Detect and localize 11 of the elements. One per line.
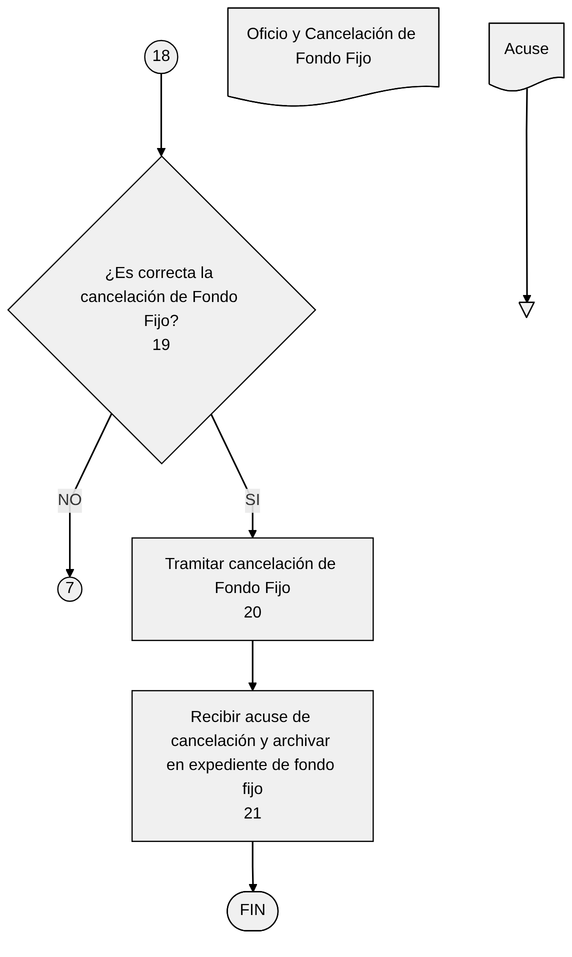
arrow bbox=[248, 640, 258, 692]
arrow bbox=[248, 841, 258, 892]
node-box: Recibir acuse de cancelación y archivar en expediente de fondo fijo 21 bbox=[131, 690, 374, 842]
edge-label: SI bbox=[245, 492, 260, 509]
node-diamond: ¿Es correcta la cancelación de Fondo Fijo? 19 bbox=[7, 155, 316, 464]
arrow bbox=[156, 73, 166, 157]
arrow bbox=[522, 88, 532, 304]
edge-label: NO bbox=[58, 492, 82, 509]
node-box: Tramitar cancelación de Fondo Fijo 20 bbox=[131, 537, 374, 642]
node-circle: 18 bbox=[144, 40, 178, 74]
node-circle: 7 bbox=[57, 576, 82, 602]
